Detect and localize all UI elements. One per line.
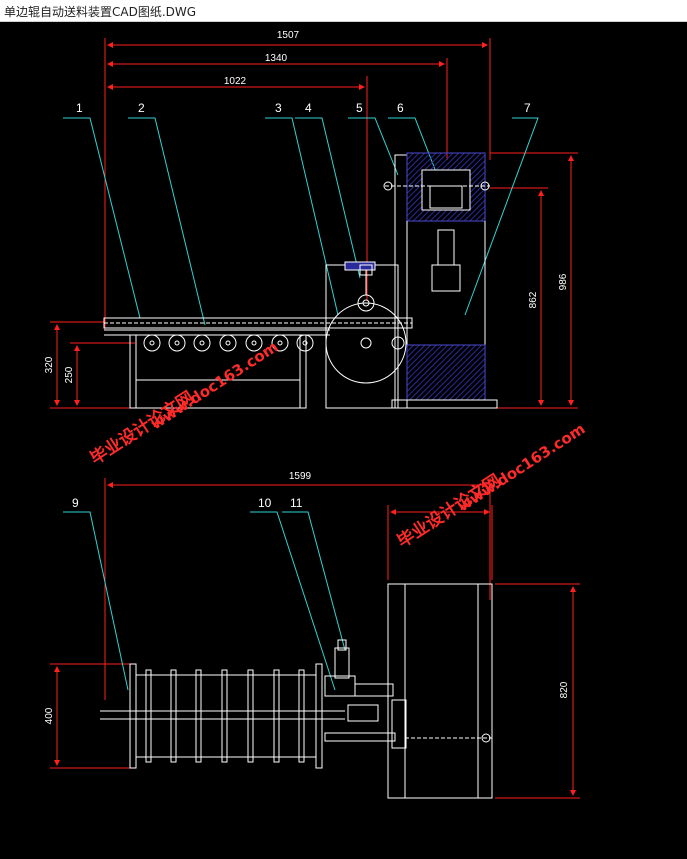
watermark-url-1: www.doc163.com: [147, 338, 281, 434]
part-label-1: 1: [76, 101, 83, 115]
dim-1022: 1022: [224, 76, 247, 87]
plan-roller-bars: [145, 669, 305, 763]
dim-overall-length: 1507: [277, 30, 300, 41]
dim-250: 250: [64, 366, 75, 383]
dimension-lines-top: [50, 38, 578, 409]
part-label-5: 5: [356, 101, 363, 115]
part-label-9-visible: 9: [72, 496, 79, 510]
drawing-canvas[interactable]: 1507 1340 1022 986 862 320 250 1 2 3 4 5…: [0, 22, 687, 859]
dim-plan-width: 400: [44, 707, 55, 724]
part-label-2: 2: [138, 101, 145, 115]
cad-drawing: 1507 1340 1022 986 862 320 250 1 2 3 4 5…: [44, 30, 588, 799]
feed-wheel-assembly: [325, 261, 407, 409]
window-title: 单边辊自动送料装置CAD图纸.DWG: [4, 5, 197, 19]
motor-column: [383, 152, 498, 409]
dimension-lines-bottom: [50, 478, 580, 799]
part-label-6: 6: [397, 101, 404, 115]
dim-320: 320: [44, 356, 55, 373]
part-label-10: 10: [258, 496, 272, 510]
dim-plan-depth: 820: [559, 681, 570, 698]
part-labels-bottom: 7 9 10 11: [72, 496, 303, 510]
dim-862: 862: [528, 291, 539, 308]
part-label-4: 4: [305, 101, 312, 115]
dim-1340: 1340: [265, 53, 288, 64]
dim-plan-length: 1599: [289, 471, 312, 482]
roller-row: [143, 334, 314, 352]
part-label-7: 7: [524, 101, 531, 115]
watermark: 毕业设计论文网 www.doc163.com 毕业设计论文网 www.doc16…: [86, 338, 588, 553]
part-labels-top: 1 2 3 4 5 6 7: [76, 101, 531, 115]
window-titlebar: 单边辊自动送料装置CAD图纸.DWG: [0, 0, 687, 22]
watermark-url-2: www.doc163.com: [454, 420, 588, 516]
part-label-11: 11: [290, 496, 303, 510]
leader-lines-bottom: [63, 511, 346, 691]
plan-motor-box: [387, 583, 493, 799]
plan-conveyor: [100, 639, 396, 769]
part-label-3: 3: [275, 101, 282, 115]
dim-986: 986: [558, 273, 569, 290]
